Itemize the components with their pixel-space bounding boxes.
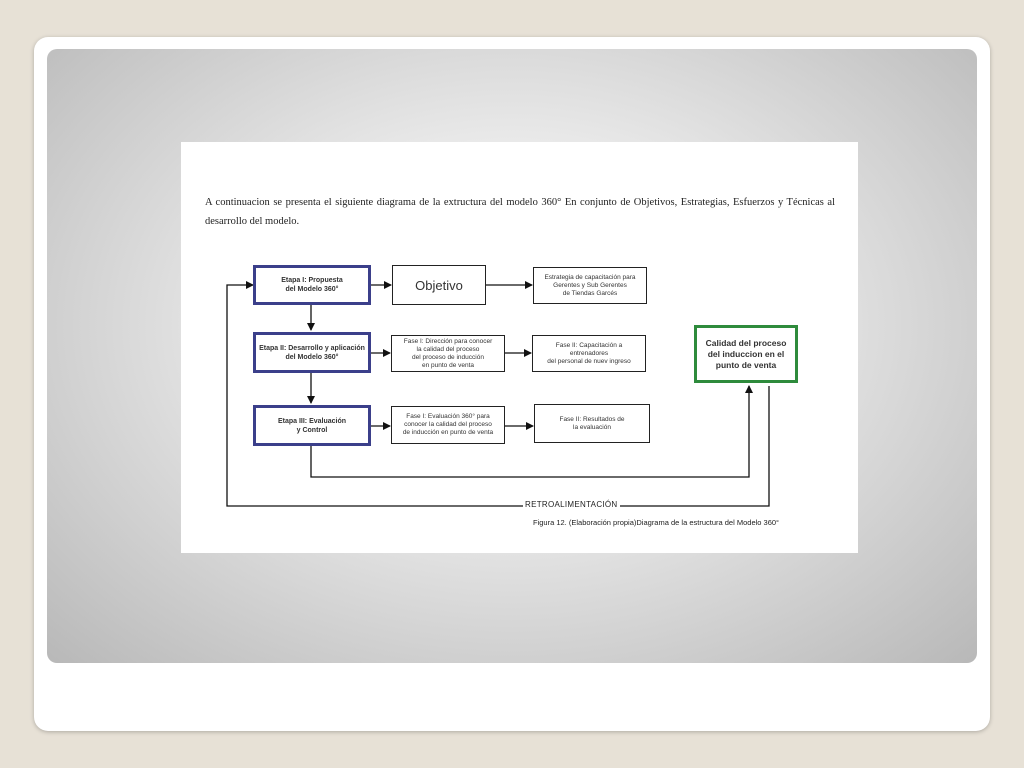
box-fase2-resultados: Fase II: Resultados de la evaluación <box>534 404 650 443</box>
arrow-retroalimentacion <box>226 281 770 507</box>
box-fase1-evaluacion: Fase I: Evaluación 360° para conocer la … <box>391 406 505 444</box>
box-etapa3: Etapa III: Evaluación y Control <box>253 405 371 446</box>
intro-paragraph: A continuacion se presenta el siguiente … <box>205 197 835 227</box>
diagram-figure: A continuacion se presenta el siguiente … <box>181 142 858 553</box>
retroalimentacion-label: RETROALIMENTACIÓN <box>523 500 620 509</box>
box-estrategia: Estrategia de capacitación para Gerentes… <box>533 267 647 304</box>
box-fase2-capacitacion: Fase II: Capacitación a entrenadores del… <box>532 335 646 372</box>
box-calidad-proceso: Calidad del proceso del induccion en el … <box>694 325 798 383</box>
box-fase1-direccion: Fase I: Dirección para conocer la calida… <box>391 335 505 372</box>
connector-lines <box>226 281 770 507</box>
figure-caption: Figura 12. (Elaboración propia)Diagrama … <box>533 518 780 527</box>
box-etapa1: Etapa I: Propuesta del Modelo 360° <box>253 265 371 305</box>
arrow-etapa3-calidad <box>310 385 753 478</box>
box-etapa2: Etapa II: Desarrollo y aplicación del Mo… <box>253 332 371 373</box>
box-objetivo: Objetivo <box>392 265 486 305</box>
